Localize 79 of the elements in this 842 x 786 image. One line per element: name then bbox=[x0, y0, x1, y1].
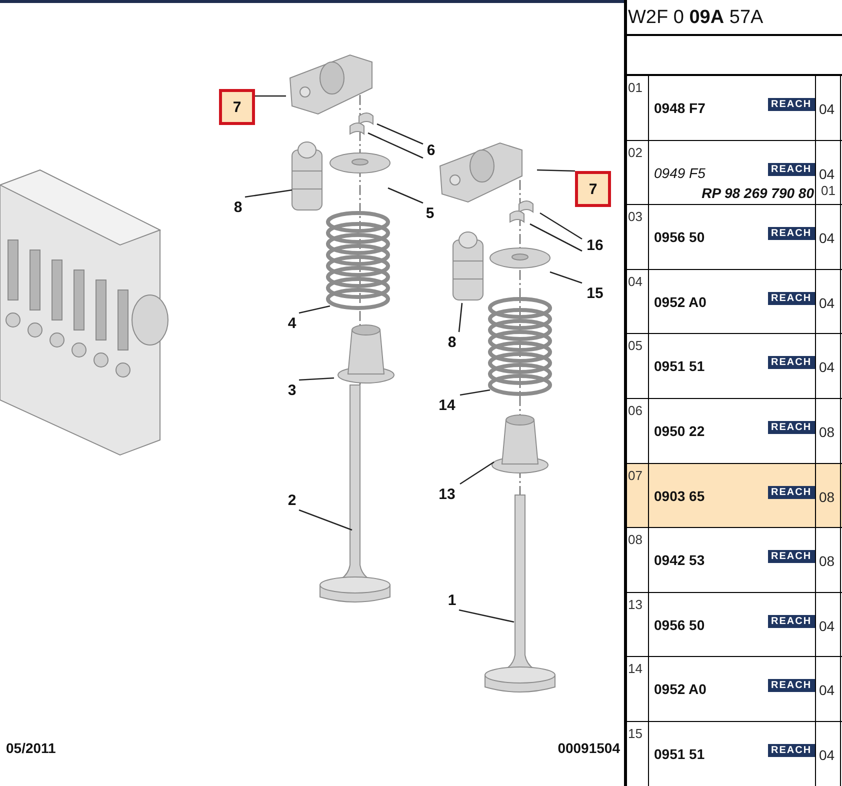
leader-line bbox=[368, 132, 424, 159]
leader-line bbox=[460, 461, 494, 485]
highlighted-callout-number: 7 bbox=[219, 89, 255, 125]
part-number: 0942 53 bbox=[654, 552, 705, 568]
reach-badge: REACH bbox=[768, 292, 815, 305]
reach-badge: REACH bbox=[768, 227, 815, 240]
reach-badge: REACH bbox=[768, 679, 815, 692]
callout-number: 8 bbox=[231, 197, 245, 217]
reach-badge: REACH bbox=[768, 356, 815, 370]
part-number: 0956 50 bbox=[654, 229, 705, 246]
reach-badge: REACH bbox=[768, 550, 815, 564]
row-number: 06 bbox=[628, 403, 642, 418]
callout-number: 16 bbox=[582, 235, 608, 255]
leader-line bbox=[460, 389, 490, 396]
quantity: 08 bbox=[819, 488, 835, 505]
leader-line bbox=[244, 189, 292, 198]
callout-number: 5 bbox=[423, 203, 437, 223]
row-number: 03 bbox=[628, 209, 642, 224]
row-number: 04 bbox=[628, 274, 642, 289]
part-number: 0952 A0 bbox=[654, 294, 706, 310]
row-number: 13 bbox=[628, 596, 642, 612]
quantity: 04 bbox=[819, 682, 835, 698]
leader-line bbox=[298, 509, 352, 531]
callout-number: 15 bbox=[582, 283, 608, 303]
row-number: 05 bbox=[628, 338, 642, 354]
reach-badge: REACH bbox=[768, 486, 815, 499]
reach-badge: REACH bbox=[768, 162, 815, 176]
leader-line bbox=[255, 95, 286, 97]
callout-number: 6 bbox=[423, 140, 439, 160]
leader-line bbox=[298, 305, 330, 314]
leader-line bbox=[458, 609, 514, 623]
part-number: 0951 51 bbox=[654, 746, 705, 762]
row-number: 15 bbox=[628, 726, 642, 741]
reach-badge: REACH bbox=[768, 421, 815, 434]
callout-number: 1 bbox=[445, 590, 459, 610]
row-number: 07 bbox=[628, 468, 642, 483]
part-number: 0952 A0 bbox=[654, 681, 706, 698]
part-number: 0956 50 bbox=[654, 616, 705, 633]
quantity: 04 bbox=[819, 230, 835, 246]
callout-number: 8 bbox=[445, 332, 459, 352]
callout-number: 2 bbox=[285, 490, 299, 510]
part-number: 0950 22 bbox=[654, 423, 705, 439]
leader-line bbox=[530, 223, 582, 252]
quantity: 04 bbox=[819, 747, 835, 763]
quantity: 04 bbox=[819, 618, 835, 634]
row-number: 02 bbox=[628, 144, 642, 160]
part-number: 0951 51 bbox=[654, 358, 705, 374]
callout-number: 14 bbox=[434, 395, 460, 415]
highlighted-callout-number: 7 bbox=[575, 171, 611, 207]
part-number: 0949 F5 bbox=[654, 164, 706, 181]
leader-line bbox=[388, 187, 424, 204]
quantity: 04 bbox=[819, 166, 835, 182]
row-number: 01 bbox=[628, 80, 642, 95]
quantity: 08 bbox=[819, 424, 835, 440]
quantity: 01 bbox=[821, 182, 836, 198]
row-number: 08 bbox=[628, 532, 642, 548]
reach-badge: REACH bbox=[768, 98, 815, 111]
quantity: 08 bbox=[819, 553, 835, 570]
row-number: 14 bbox=[628, 661, 642, 676]
quantity: 04 bbox=[819, 101, 835, 117]
leader-line bbox=[298, 377, 334, 381]
callout-number: 13 bbox=[434, 484, 460, 504]
reach-badge: REACH bbox=[768, 744, 815, 757]
drawing-number: 00091504 bbox=[558, 740, 620, 756]
reach-badge: REACH bbox=[768, 614, 815, 628]
leader-line bbox=[550, 271, 582, 284]
quantity: 04 bbox=[819, 359, 835, 376]
callout-number: 4 bbox=[285, 313, 299, 333]
leader-line bbox=[376, 123, 424, 145]
leader-line bbox=[540, 212, 582, 240]
replacement-part-number: RP 98 269 790 80 bbox=[702, 184, 814, 201]
date-text: 05/2011 bbox=[6, 740, 56, 756]
callout-number: 3 bbox=[285, 380, 299, 400]
part-number: 0948 F7 bbox=[654, 100, 706, 116]
quantity: 04 bbox=[819, 294, 835, 311]
leader-line bbox=[458, 302, 463, 332]
part-number: 0903 65 bbox=[654, 488, 705, 504]
leader-line bbox=[536, 169, 576, 172]
reference-code: W2F 0 09A 57A bbox=[628, 7, 764, 29]
